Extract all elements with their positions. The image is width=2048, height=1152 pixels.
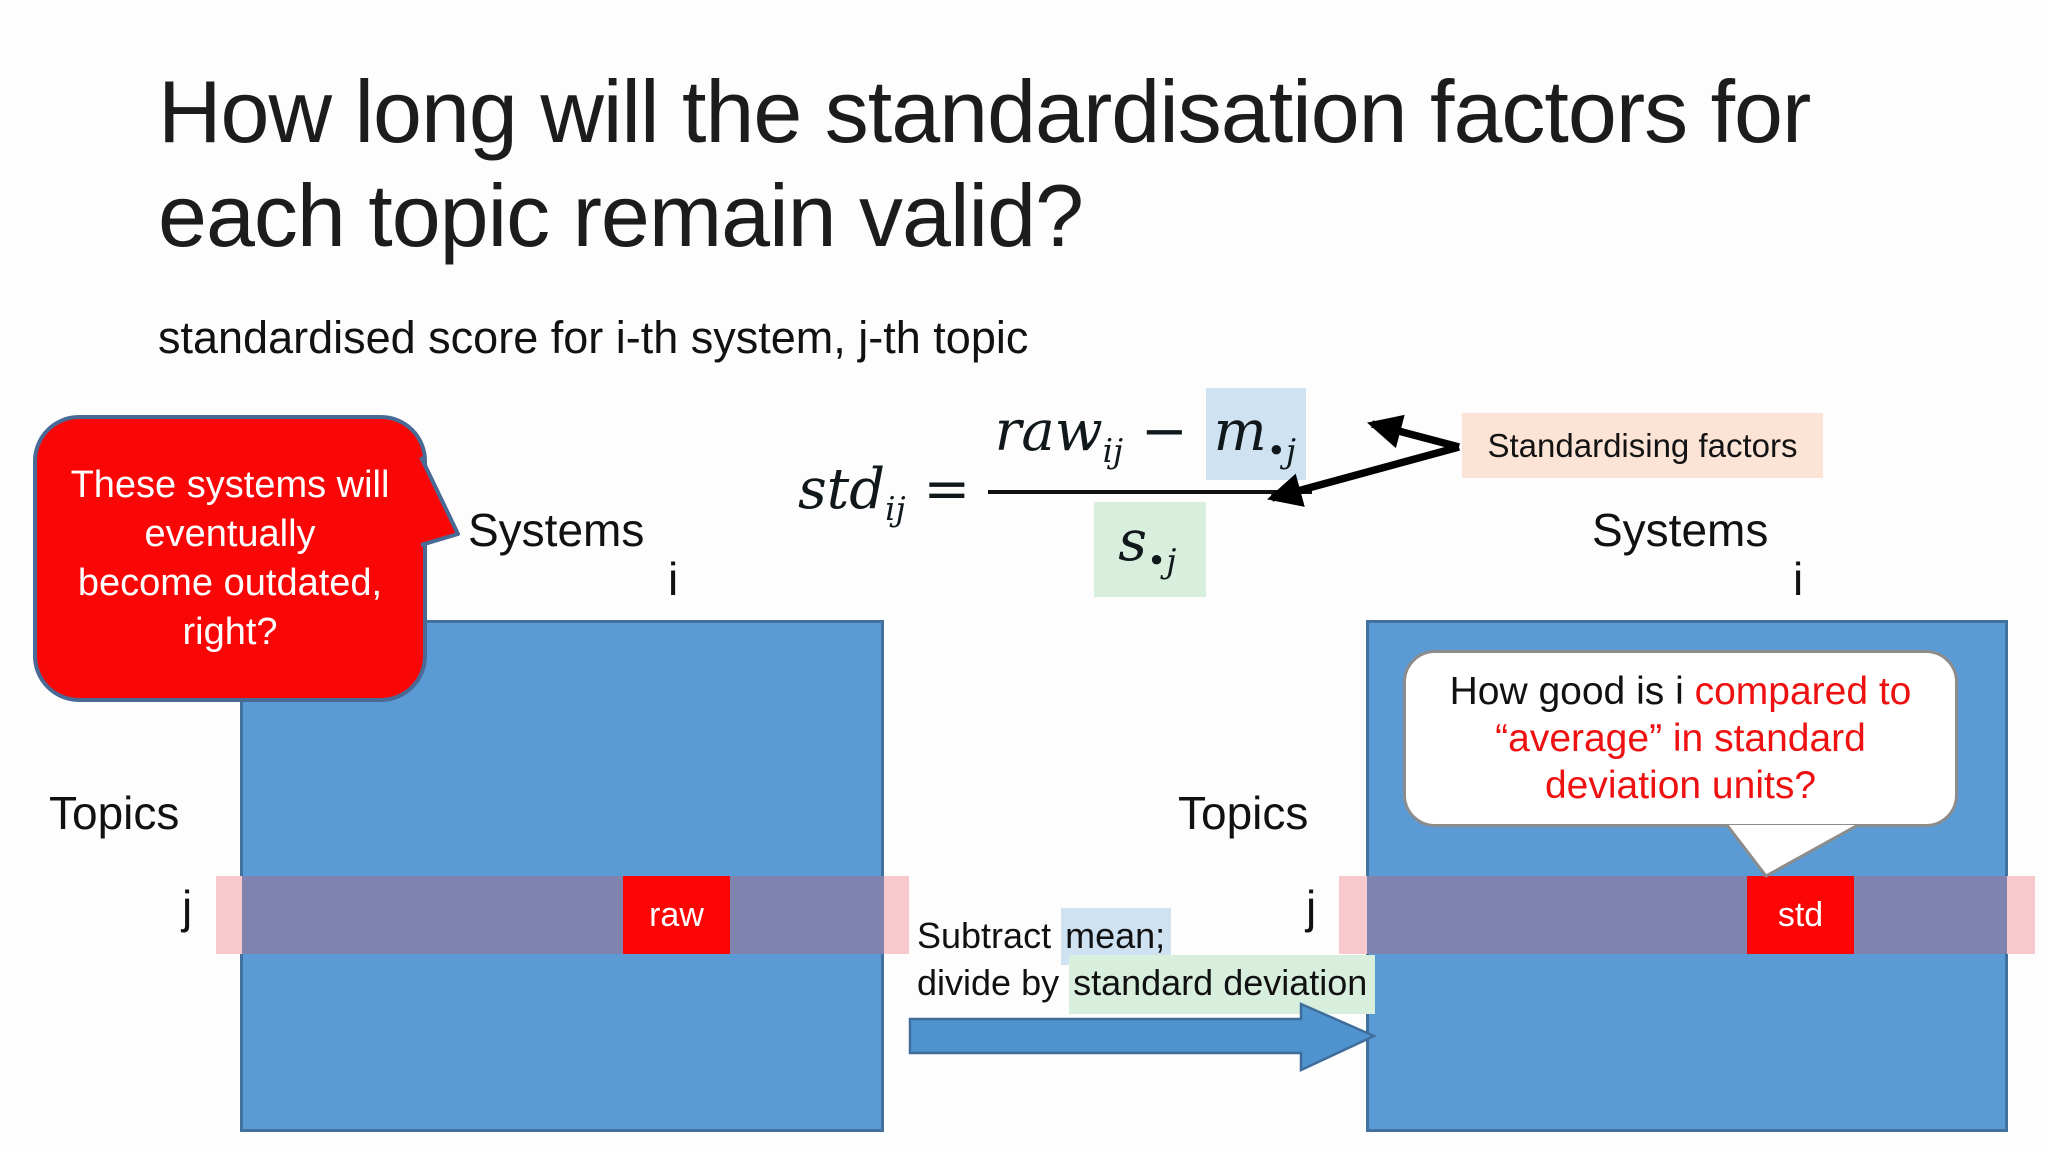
red-bubble-line: right? <box>182 610 278 653</box>
formula-numerator: rawij − m•j <box>995 388 1306 480</box>
white-bubble-line1: How good is i compared to <box>1449 670 1912 713</box>
page-title-line2: each topic remain valid? <box>158 166 1084 265</box>
arrow-to-mean-icon <box>1366 414 1460 451</box>
right-topics-label: Topics <box>1178 787 1309 839</box>
left-band-overlap <box>242 876 884 954</box>
page-title-line1: How long will the standardisation factor… <box>158 62 1811 161</box>
left-topics-label: Topics <box>49 787 180 839</box>
raw-cell: raw <box>623 876 730 954</box>
stddev-highlight: standard deviation <box>1069 955 1376 1014</box>
red-bubble-line: These systems will <box>70 463 390 506</box>
left-i-label: i <box>668 553 679 605</box>
left-band-outer-right <box>884 876 909 954</box>
equals-sign: = <box>923 457 971 523</box>
red-bubble-line: eventually <box>144 512 316 555</box>
transform-line1: Subtract mean; <box>917 908 1375 965</box>
right-band-overlap <box>1367 876 2007 954</box>
right-systems-label: Systems <box>1592 504 1769 556</box>
white-bubble-line2: “average” in standard <box>1495 717 1866 760</box>
right-i-label: i <box>1793 553 1804 605</box>
fraction-bar <box>988 489 1313 494</box>
mean-term-highlight: m•j <box>1205 388 1306 480</box>
white-speech-bubble: How good is i compared to “average” in s… <box>1403 650 1958 827</box>
red-speech-bubble: These systems will eventually become out… <box>33 415 427 702</box>
right-band-outer-right <box>2007 876 2035 954</box>
standardising-factors-label: Standardising factors <box>1462 413 1823 478</box>
right-band-outer-left <box>1339 876 1367 954</box>
left-band-outer-left <box>216 876 242 954</box>
red-bubble-line: become outdated, <box>77 561 383 604</box>
formula-lhs: stdij = <box>798 457 971 529</box>
transform-line2: divide by standard deviation <box>917 955 1376 1014</box>
page-title: How long will the standardisation factor… <box>158 60 1811 268</box>
right-j-label: j <box>1306 881 1317 933</box>
left-systems-label: Systems <box>468 504 645 556</box>
std-cell: std <box>1747 876 1854 954</box>
subtitle: standardised score for i-th system, j-th… <box>158 312 1029 363</box>
formula-denominator: s•j <box>1094 501 1207 598</box>
minus-sign: − <box>1140 399 1188 464</box>
std-term-highlight: s•j <box>1094 501 1207 598</box>
formula-fraction: rawij − m•j s•j <box>988 388 1313 598</box>
white-bubble-line3: deviation units? <box>1544 764 1817 807</box>
raw-term: rawij <box>994 399 1124 471</box>
left-j-label: j <box>182 881 193 933</box>
formula: stdij = rawij − m•j s•j <box>798 388 1313 598</box>
transform-caption: Subtract mean; divide by standard deviat… <box>917 908 1376 1014</box>
